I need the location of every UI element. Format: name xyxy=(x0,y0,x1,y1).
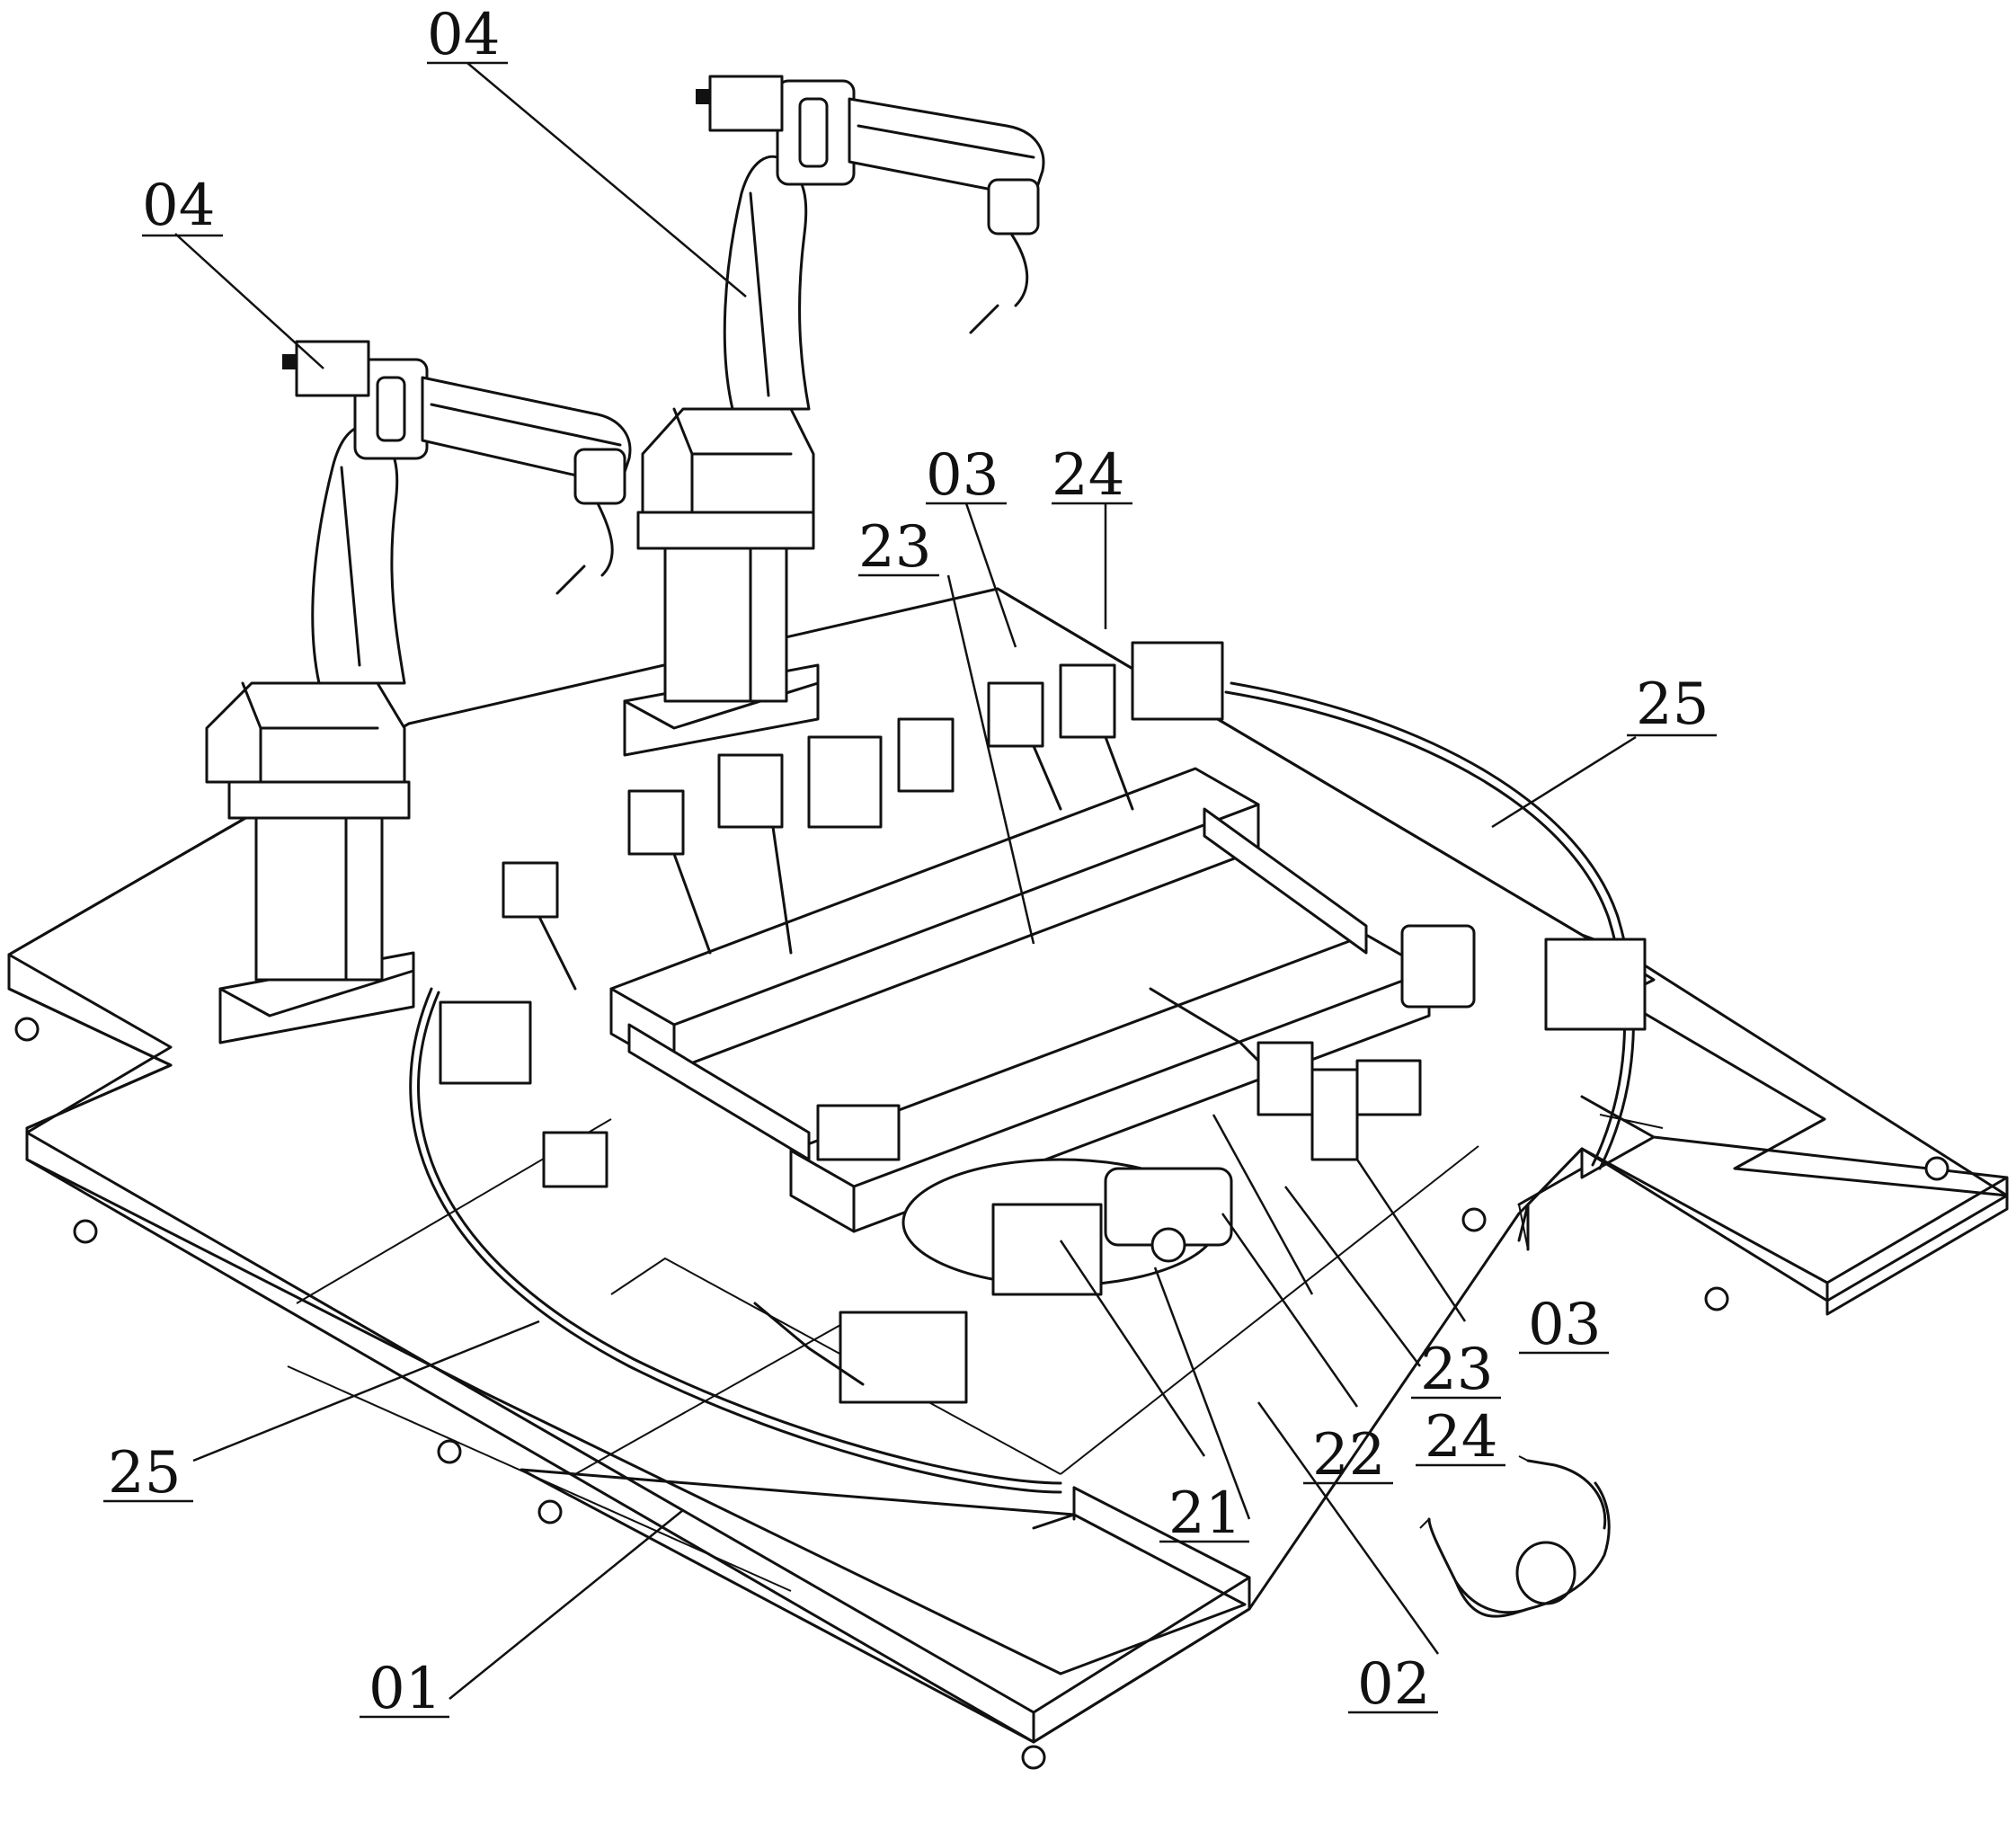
operator-figure xyxy=(1419,1455,1611,1618)
label-clamp-lower: 24 xyxy=(1425,1404,1497,1471)
label-guard-rail-left: 25 xyxy=(108,1440,181,1507)
label-robot-left: 04 xyxy=(142,173,215,239)
label-fixture-far: 03 xyxy=(926,442,999,509)
leader-lines xyxy=(174,62,1637,1700)
label-fixture-near: 03 xyxy=(1528,1292,1601,1358)
label-guard-rail-right: 25 xyxy=(1636,671,1709,738)
label-base-platform: 01 xyxy=(369,1656,441,1722)
label-rotary-base: 21 xyxy=(1168,1480,1241,1547)
clamp-assemblies xyxy=(502,663,1476,1161)
part-labels: 04 04 03 24 23 25 03 23 24 22 25 21 02 0… xyxy=(103,2,1717,1722)
label-turntable: 02 xyxy=(1357,1651,1430,1718)
robot-left xyxy=(205,340,632,1044)
robot-right xyxy=(623,75,1045,757)
label-drive-motor: 22 xyxy=(1312,1422,1385,1489)
label-frame-lower: 23 xyxy=(1420,1337,1493,1403)
label-clamp-upper: 24 xyxy=(1052,442,1124,509)
leveling-feet xyxy=(14,1017,1949,1770)
label-frame-upper: 23 xyxy=(858,514,931,581)
turntable xyxy=(409,681,1664,1494)
fixture-frame xyxy=(439,641,1647,1404)
label-robot-right: 04 xyxy=(427,2,500,68)
